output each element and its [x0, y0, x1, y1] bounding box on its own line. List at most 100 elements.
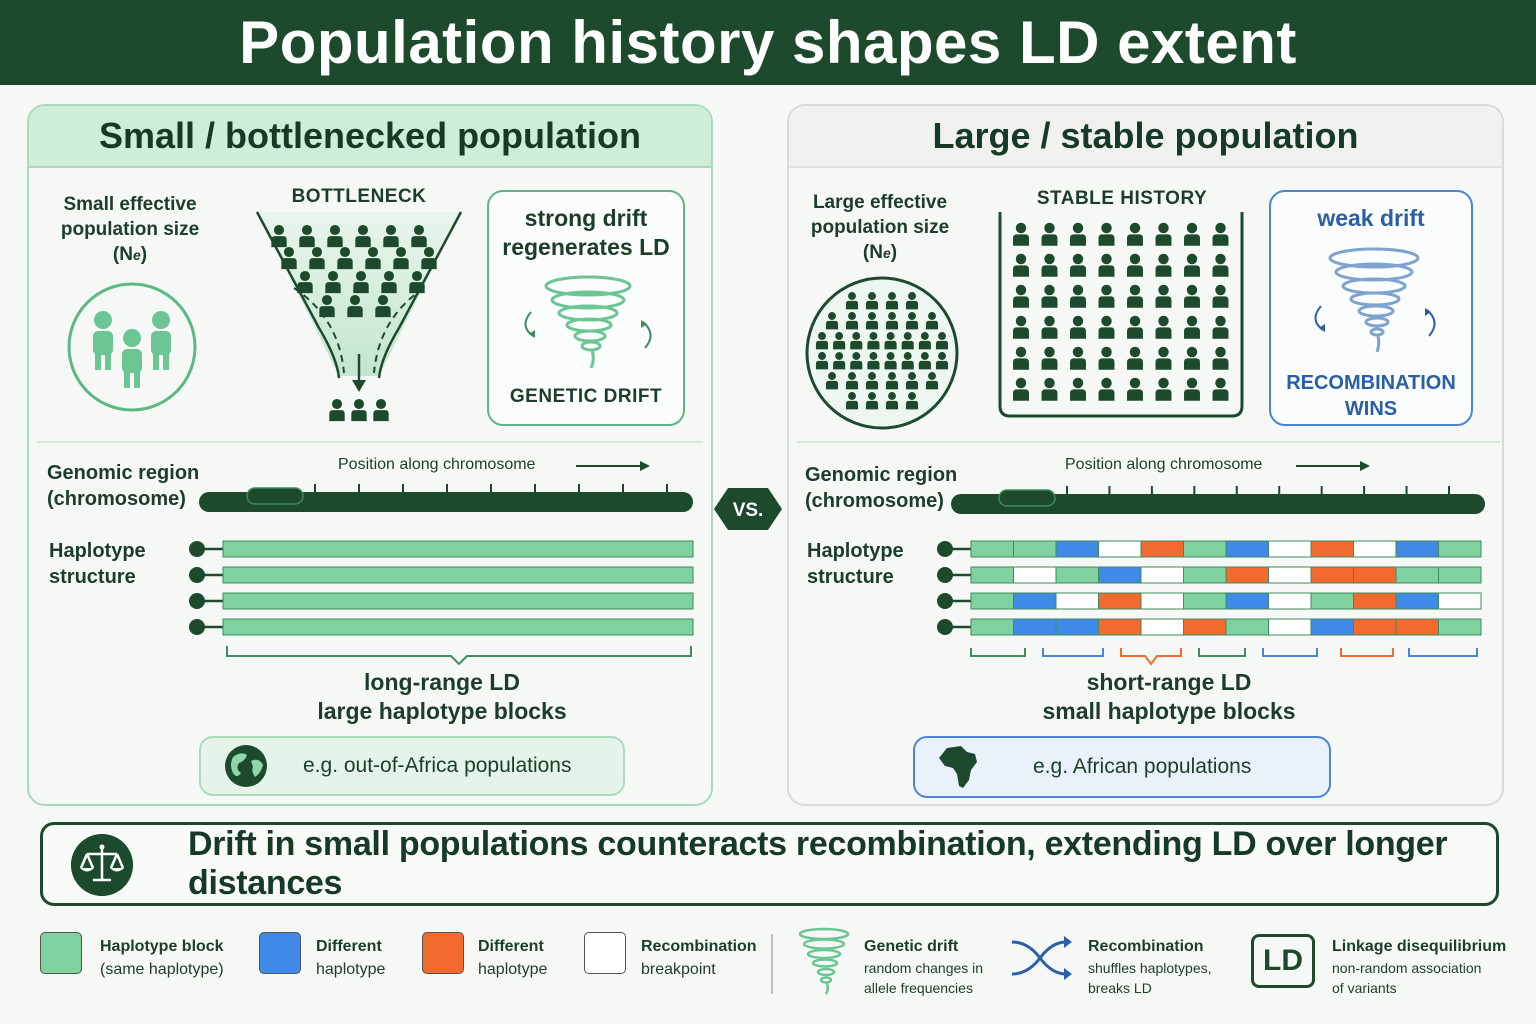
- right-haplotype-segment: [1140, 592, 1184, 610]
- right-ld-line-2: small haplotype blocks: [1042, 698, 1296, 724]
- crowd-person-icon-28: [865, 372, 879, 390]
- legend-drift-sub-2: allele frequencies: [864, 980, 973, 996]
- small-population-panel: Small / bottlenecked population Small ef…: [27, 104, 713, 806]
- stable-person-icon-30: [1184, 315, 1200, 339]
- recombination-wins-line-2: WINS: [1344, 398, 1398, 420]
- summary-banner: Drift in small populations counteracts r…: [40, 822, 1499, 906]
- right-haplotype-segment: [1310, 592, 1354, 610]
- legend-haplotype-block-title: Haplotype block: [100, 938, 224, 955]
- person-icon-18: [347, 294, 363, 318]
- person-icon-14: [353, 270, 369, 294]
- right-haplotype-segment: [1395, 618, 1439, 636]
- right-haplotype-node: [937, 541, 953, 557]
- legend-recombination-title: Recombination: [1088, 938, 1204, 955]
- person-icon-1: [299, 224, 315, 248]
- crowd-person-icon-18: [815, 352, 829, 370]
- crowd-person-icon-5: [845, 312, 859, 330]
- right-haplotype-segment: [1438, 540, 1482, 558]
- legend-divider: [771, 934, 773, 994]
- right-haplotype-segment: [1055, 566, 1099, 584]
- legend-item-recombination: Recombination shuffles haplotypes, break…: [1088, 935, 1212, 998]
- right-haplotype-segment: [1013, 618, 1057, 636]
- legend-recombination-sub-2: breaks LD: [1088, 980, 1152, 996]
- stable-person-icon-44: [1127, 377, 1143, 401]
- left-ne-line-3: (Ne): [112, 244, 148, 265]
- right-haplotype-segment: [1225, 540, 1269, 558]
- crowd-person-icon-3: [905, 292, 919, 310]
- left-haplotype-block: [222, 540, 694, 558]
- legend-recombination-sub-1: shuffles haplotypes,: [1088, 960, 1212, 976]
- legend-item-genetic-drift: Genetic drift random changes in allele f…: [864, 935, 983, 998]
- right-haplotype-segment: [1183, 592, 1227, 610]
- stable-person-icon-35: [1098, 346, 1115, 370]
- stable-person-icon-1: [1041, 222, 1058, 246]
- right-haplotype-segment: [1353, 566, 1397, 584]
- person-icon-3: [355, 224, 371, 248]
- person-icon-22: [373, 398, 389, 422]
- left-ne-line-1: Small effective: [63, 194, 197, 215]
- crowd-person-icon-14: [884, 332, 897, 350]
- stable-person-icon-0: [1013, 222, 1029, 246]
- stable-person-icon-47: [1212, 377, 1229, 401]
- crowd-circle-icon: [805, 276, 959, 430]
- crowd-person-icon-4: [825, 312, 839, 330]
- crowd-person-icon-32: [845, 392, 859, 410]
- crowd-person-icon-11: [833, 332, 846, 350]
- crowd-person-icon-22: [884, 352, 897, 370]
- stable-person-icon-16: [1013, 284, 1029, 308]
- crowd-person-icon-17: [935, 332, 949, 350]
- crowd-person-icon-33: [865, 392, 879, 410]
- right-haplotype-segment: [1140, 618, 1184, 636]
- legend-drift-title: Genetic drift: [864, 938, 959, 955]
- left-genomic-line-1: Genomic region: [47, 462, 200, 484]
- legend-swatch-blue: [259, 932, 301, 974]
- small-people-icon: [67, 282, 197, 412]
- stable-person-icon-34: [1070, 346, 1086, 370]
- right-haplotype-segment: [1395, 592, 1439, 610]
- right-haplotype-segment: [1310, 618, 1354, 636]
- left-genomic-line-2: (chromosome): [47, 488, 186, 510]
- left-haplotype-block: [222, 592, 694, 610]
- stable-person-icon-45: [1155, 377, 1172, 401]
- person-icon-20: [329, 398, 345, 422]
- right-haplotype-segment: [1098, 566, 1142, 584]
- crowd-person-icon-0: [845, 292, 859, 310]
- right-haplotype-node: [937, 593, 953, 609]
- crowd-person-icon-16: [918, 332, 931, 350]
- person-icon-11: [421, 246, 437, 270]
- stable-person-icon-37: [1155, 346, 1172, 370]
- stable-person-icon-3: [1098, 222, 1115, 246]
- legend-ld-title: Linkage disequilibrium: [1332, 938, 1507, 955]
- person-icon-4: [383, 224, 399, 248]
- legend-recombination-icon: [1011, 936, 1072, 980]
- crowd-person-icon-23: [901, 352, 914, 370]
- stable-person-icon-32: [1013, 346, 1029, 370]
- legend-different-orange-title: Different: [478, 938, 544, 955]
- right-ld-text: short-range LD small haplotype blocks: [959, 668, 1379, 726]
- person-icon-8: [337, 246, 353, 270]
- right-haplotype-segment: [1013, 566, 1057, 584]
- legend-item-ld: Linkage disequilibrium non-random associ…: [1332, 935, 1506, 998]
- stable-person-icon-46: [1184, 377, 1200, 401]
- left-ld-bracket: [226, 646, 692, 666]
- crowd-person-icon-12: [850, 332, 863, 350]
- vs-label: VS.: [733, 500, 764, 521]
- crowd-person-icon-7: [885, 312, 899, 330]
- stable-person-icon-10: [1070, 253, 1086, 277]
- stable-person-icon-9: [1041, 253, 1058, 277]
- stable-person-icon-26: [1070, 315, 1086, 339]
- left-haplotype-block: [222, 618, 694, 636]
- right-ne-line-2: population size: [810, 217, 950, 238]
- green-tornado-icon: [524, 275, 652, 369]
- person-icon-21: [351, 398, 367, 422]
- right-haplotype-segment: [970, 566, 1014, 584]
- weak-drift-title: weak drift: [1317, 205, 1425, 231]
- stable-person-icon-36: [1127, 346, 1143, 370]
- left-genomic-region-label: Genomic region (chromosome): [47, 460, 199, 512]
- person-icon-12: [297, 270, 313, 294]
- crowd-person-icon-31: [925, 372, 939, 390]
- stable-person-icon-8: [1013, 253, 1029, 277]
- left-haplotype-line-2: structure: [49, 566, 136, 588]
- right-haplotype-segment: [1395, 540, 1439, 558]
- right-haplotype-segment: [1013, 592, 1057, 610]
